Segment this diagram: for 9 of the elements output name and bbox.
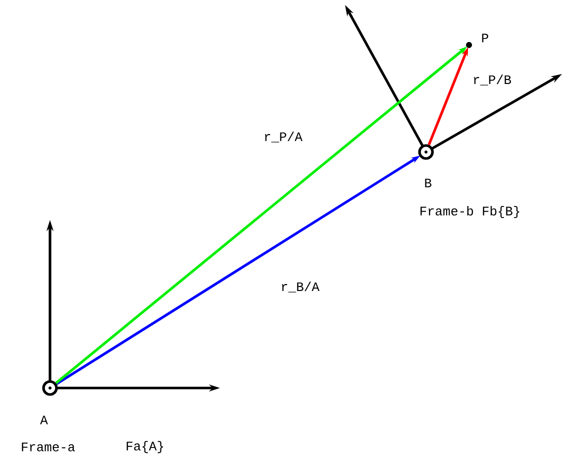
frame-label: Frame-b Fb{B} <box>420 206 520 218</box>
point-label: B <box>425 178 432 188</box>
vector-label: r_B/A <box>282 282 320 292</box>
vector-label: r_P/A <box>265 132 302 142</box>
frame-label: Fa{A} <box>126 440 164 454</box>
point-label: P <box>482 34 488 42</box>
vector-label: r_P/B <box>474 74 511 86</box>
point-label: A <box>40 416 48 424</box>
frame-label: Frame-a <box>22 442 75 452</box>
